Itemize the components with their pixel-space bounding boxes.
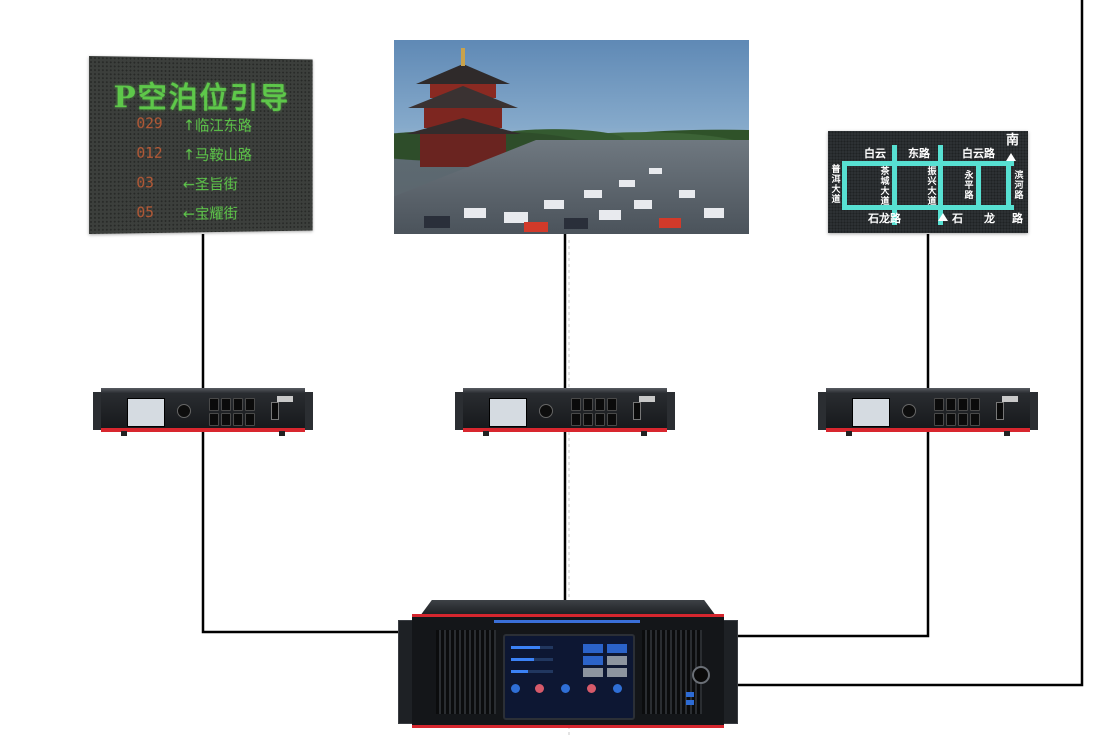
- receiver-knob[interactable]: [539, 404, 553, 418]
- receiver-screen: [852, 398, 890, 427]
- map-label-top-mid: 东路: [908, 147, 930, 160]
- photo-traffic-cars: [424, 168, 724, 232]
- receiver-port: [996, 402, 1004, 420]
- map-label-vertical-2: 茶城大道: [880, 167, 890, 207]
- parking-direction: ↑临江东路: [182, 116, 252, 135]
- parking-direction: ←宝耀街: [182, 204, 238, 223]
- road-map-sign: 白云 东路 白云路 南 石龙路 石 龙 路 普洱大道 茶城大道 振兴大道 永平路…: [828, 131, 1028, 233]
- map-label-top-right: 白云路: [962, 147, 995, 160]
- parking-direction: ↑马鞍山路: [182, 145, 252, 164]
- receiver-port: [271, 402, 279, 420]
- power-button-icon[interactable]: [692, 666, 710, 684]
- parking-count: 029: [136, 114, 163, 133]
- receiver-keypad[interactable]: [209, 398, 255, 426]
- parking-row: 029 ↑临江东路: [136, 114, 252, 135]
- pagoda-illustration: [406, 48, 521, 167]
- receiver-knob[interactable]: [177, 404, 191, 418]
- north-arrow-icon: [1006, 153, 1016, 161]
- screen-app-icon[interactable]: [613, 684, 622, 693]
- receiver-logo: [277, 396, 293, 402]
- location-marker-icon: [938, 213, 948, 221]
- screen-tile[interactable]: [607, 668, 627, 677]
- receiver-device-right: [818, 388, 1038, 440]
- map-road-v4: [976, 161, 981, 210]
- screen-app-icon[interactable]: [535, 684, 544, 693]
- wire-controller-external: [724, 0, 1084, 687]
- parking-count: 03: [136, 173, 154, 192]
- map-label-vertical-1: 普洱大道: [831, 165, 841, 205]
- parking-guidance-sign: P空泊位引导 029 ↑临江东路 012 ↑马鞍山路 03 ←圣旨街 05 ←宝…: [89, 56, 313, 234]
- status-meter: [511, 646, 553, 649]
- map-road-v1: [842, 161, 847, 210]
- wire-receiver3-controller: [724, 430, 930, 638]
- controller-vent-left: [436, 630, 496, 714]
- usb-port: [686, 700, 694, 705]
- parking-sign-title: P空泊位引导: [113, 80, 290, 117]
- screen-tile[interactable]: [607, 656, 627, 665]
- receiver-logo: [1002, 396, 1018, 402]
- map-label-bottom-right: 龙: [984, 212, 995, 225]
- main-controller-device: [398, 600, 738, 730]
- parking-count: 012: [136, 144, 163, 162]
- usb-port: [686, 692, 694, 697]
- receiver-keypad[interactable]: [934, 398, 980, 426]
- parking-row: 012 ↑马鞍山路: [136, 144, 252, 165]
- screen-tile[interactable]: [583, 668, 603, 677]
- map-label-vertical-3: 振兴大道: [927, 167, 937, 207]
- map-label-vertical-5: 滨河路: [1014, 171, 1024, 201]
- map-label-south: 南: [1006, 133, 1020, 148]
- map-road-top: [842, 161, 1014, 166]
- screen-app-icon[interactable]: [587, 684, 596, 693]
- receiver-keypad[interactable]: [571, 398, 617, 426]
- receiver-port: [633, 402, 641, 420]
- screen-tile[interactable]: [607, 644, 627, 653]
- map-road-v5: [1006, 161, 1011, 210]
- receiver-device-left: [93, 388, 313, 440]
- map-label-vertical-4: 永平路: [964, 171, 974, 201]
- map-label-bottom-mid: 石: [952, 212, 963, 225]
- screen-app-icon[interactable]: [511, 684, 520, 693]
- controller-handle-right: [722, 620, 738, 724]
- map-road-bottom: [842, 205, 1014, 210]
- controller-touchscreen[interactable]: [503, 634, 635, 720]
- screen-tile[interactable]: [583, 656, 603, 665]
- parking-row: 03 ←圣旨街: [136, 173, 237, 194]
- map-label-top-left: 白云: [864, 147, 886, 160]
- status-meter: [511, 658, 553, 661]
- parking-count: 05: [136, 203, 154, 222]
- parking-row: 05 ←宝耀街: [136, 202, 237, 224]
- wire-receiver1-controller: [201, 430, 412, 634]
- receiver-knob[interactable]: [902, 404, 916, 418]
- video-screen-traffic-photo: [394, 40, 749, 234]
- map-label-bottom-end: 路: [1012, 212, 1023, 225]
- receiver-logo: [639, 396, 655, 402]
- receiver-screen: [127, 398, 165, 427]
- screen-tile[interactable]: [583, 644, 603, 653]
- status-meter: [511, 670, 553, 673]
- parking-direction: ←圣旨街: [182, 175, 238, 194]
- map-road-v2: [892, 145, 897, 225]
- receiver-device-center: [455, 388, 675, 440]
- screen-app-icon[interactable]: [561, 684, 570, 693]
- map-road-v3: [938, 145, 943, 225]
- map-label-bottom-left: 石龙路: [868, 212, 901, 225]
- receiver-screen: [489, 398, 527, 427]
